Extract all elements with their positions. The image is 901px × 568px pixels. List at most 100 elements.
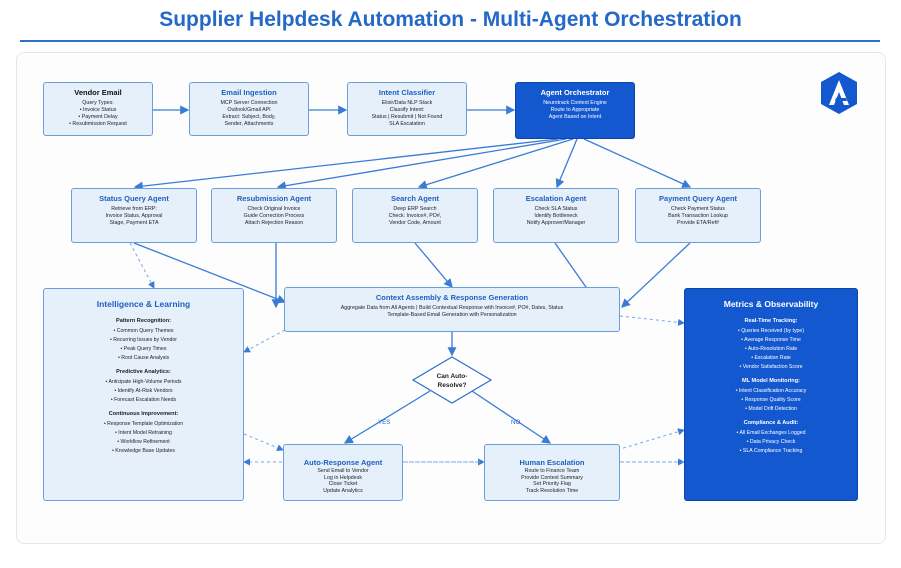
dashed-context-to-intelligence: [243, 329, 286, 353]
ml-model-monitoring-heading: ML Model Monitoring:: [742, 378, 800, 384]
intelligence-item: • Anticipate High-Volume Periods: [105, 379, 182, 385]
email-ingestion-line: Sender, Attachments: [224, 121, 274, 127]
metrics-item: • Response Quality Score: [741, 397, 801, 403]
metrics-item: • Average Response Time: [741, 337, 801, 343]
vendor-email-line: Query Types:: [82, 100, 114, 106]
decision-diamond-shape: [412, 356, 492, 404]
intelligence-item: • Common Query Themes: [113, 328, 174, 334]
payment-query-agent-box: Payment Query Agent Check Payment Status…: [635, 188, 761, 243]
context-assembly-line: Aggregate Data from All Agents | Build C…: [340, 305, 564, 311]
metrics-item: • Queries Received (by type): [737, 328, 805, 334]
title-divider: [20, 40, 880, 42]
human-escalation-details: Route to Finance Team Provide Context Su…: [485, 468, 619, 494]
search-agent-line: Vendor Code, Amount: [389, 220, 441, 226]
email-ingestion-title: Email Ingestion: [221, 88, 277, 97]
auto-response-agent-title: Auto-Response Agent: [303, 458, 383, 467]
arrow-status-to-context: [133, 242, 287, 304]
escalation-agent-line: Identify Bottleneck: [534, 213, 578, 219]
email-ingestion-line: Extract: Subject, Body,: [222, 114, 276, 120]
escalation-agent-line: Notify Approver/Manager: [526, 220, 586, 226]
decision-text-line-1: Can Auto-: [437, 373, 468, 380]
agent-orchestrator-line: Neurotrack Context Engine: [543, 100, 607, 106]
human-escalation-line: Provide Context Summary: [521, 474, 583, 481]
intelligence-item: • Knowledge Base Updates: [112, 448, 175, 454]
arrow-orchestrator-to-search: [417, 138, 574, 190]
escalation-agent-title: Escalation Agent: [525, 194, 587, 203]
search-agent-line: Deep ERP Search: [393, 206, 437, 212]
intent-classifier-line: Elixir/Data NLP Stack: [381, 100, 433, 106]
status-query-agent-title: Status Query Agent: [99, 194, 169, 203]
payment-query-agent-line: Provide ETA/Ref#: [677, 220, 719, 226]
stylized-a-logo-icon: [821, 72, 857, 114]
intelligence-item: • Root Cause Analysis: [117, 355, 170, 361]
decision-text-line-2: Resolve?: [438, 382, 467, 389]
status-query-agent-details: Retrieve from ERP: Invoice Status, Appro…: [72, 206, 196, 227]
auto-response-agent-box: Auto-Response Agent Send Email to Vendor…: [283, 444, 403, 501]
intelligence-item: • Response Template Optimization: [103, 421, 184, 427]
human-escalation-line: Set Priority Flag: [533, 481, 571, 487]
intent-classifier-line: SLA Escalation: [389, 121, 425, 127]
vendor-email-details: Query Types: • Invoice Status • Payment …: [44, 100, 152, 128]
metrics-item: • Intent Classification Accuracy: [735, 388, 807, 394]
agent-orchestrator-details: Neurotrack Context Engine Route to Appro…: [516, 100, 634, 121]
email-ingestion-line: Outlook/Gmail API: [227, 107, 271, 113]
intelligence-item: • Forecast Escalation Needs: [110, 397, 177, 403]
intent-classifier-details: Elixir/Data NLP Stack Classify Intent: S…: [348, 100, 466, 128]
arrow-orchestrator-to-resubmission: [276, 138, 567, 191]
search-agent-box: Search Agent Deep ERP Search Check: Invo…: [352, 188, 478, 243]
intent-classifier-box: Intent Classifier Elixir/Data NLP Stack …: [347, 82, 467, 136]
email-ingestion-line: MCP Server Connection: [220, 100, 278, 106]
auto-response-line: Update Analytics: [323, 487, 363, 494]
payment-query-agent-details: Check Payment Status Bank Transaction Lo…: [636, 206, 760, 227]
agent-orchestrator-title: Agent Orchestrator: [540, 88, 610, 97]
escalation-agent-line: Check SLA Status: [534, 206, 578, 212]
arrow-orchestrator-to-payment: [583, 138, 692, 188]
email-ingestion-details: MCP Server Connection Outlook/Gmail API …: [190, 100, 308, 128]
agent-orchestrator-line: Route to Appropriate: [550, 107, 600, 113]
status-query-agent-line: Retrieve from ERP:: [111, 206, 157, 212]
metrics-observability-panel: Metrics & Observability Real-Time Tracki…: [684, 288, 858, 501]
real-time-tracking-heading: Real-Time Tracking:: [744, 318, 798, 324]
search-agent-details: Deep ERP Search Check: Invoice#, PO#, Ve…: [353, 206, 477, 227]
arrow-search-to-context: [414, 242, 453, 288]
human-escalation-line: Route to Finance Team: [524, 468, 580, 474]
payment-query-agent-line: Bank Transaction Lookup: [668, 213, 728, 219]
resubmission-agent-line: Attach Rejection Reason: [244, 220, 304, 226]
metrics-item: • Vendor Satisfaction Score: [739, 364, 803, 370]
metrics-item: • All Email Exchanges Logged: [736, 430, 806, 436]
email-ingestion-box: Email Ingestion MCP Server Connection Ou…: [189, 82, 309, 136]
metrics-item: • Auto-Resolution Rate: [744, 346, 798, 352]
resubmission-agent-line: Guide Correction Process: [243, 213, 305, 219]
auto-response-line: Send Email to Vendor: [317, 468, 369, 474]
dashed-intelligence-to-auto: [243, 433, 284, 451]
human-escalation-box: Human Escalation Route to Finance Team P…: [484, 444, 620, 501]
human-escalation-line: Track Resolution Time: [525, 487, 579, 494]
intelligence-item: • Identify At-Risk Vendors: [114, 388, 173, 394]
vendor-email-title: Vendor Email: [74, 88, 122, 97]
intent-classifier-line: Classify Intent:: [389, 107, 425, 113]
payment-query-agent-line: Check Payment Status: [671, 206, 725, 212]
dashed-context-to-metrics: [619, 315, 685, 326]
resubmission-agent-title: Resubmission Agent: [236, 194, 312, 203]
arrow-decision-no: [471, 390, 552, 444]
resubmission-agent-line: Check Original Invoice: [247, 206, 301, 212]
escalation-agent-box: Escalation Agent Check SLA Status Identi…: [493, 188, 619, 243]
status-query-agent-line: Invoice Status, Approval: [105, 213, 163, 219]
no-label: NO: [511, 419, 521, 426]
agent-orchestrator-line: Agent Based on Intent: [548, 114, 602, 120]
context-assembly-details: Aggregate Data from All Agents | Build C…: [285, 305, 619, 319]
auto-resolve-decision: Can Auto- Resolve?: [412, 356, 492, 404]
yes-label: YES: [378, 419, 391, 426]
arrow-orchestrator-to-status: [133, 138, 559, 191]
resubmission-agent-details: Check Original Invoice Guide Correction …: [212, 206, 336, 227]
page-title: Supplier Helpdesk Automation - Multi-Age…: [159, 8, 742, 31]
vendor-email-line: • Payment Delay: [78, 114, 118, 120]
vendor-email-box: Vendor Email Query Types: • Invoice Stat…: [43, 82, 153, 136]
arrow-decision-yes: [343, 390, 431, 444]
arrow-orchestrator-to-escalation: [555, 138, 578, 189]
intelligence-item: • Intent Model Retraining: [115, 430, 172, 436]
search-agent-title: Search Agent: [390, 194, 440, 203]
intelligence-item: • Recurring Issues by Vendor: [110, 337, 177, 343]
metrics-item: • SLA Compliance Tracking: [739, 448, 803, 454]
dashed-status-to-intelligence: [129, 242, 155, 289]
